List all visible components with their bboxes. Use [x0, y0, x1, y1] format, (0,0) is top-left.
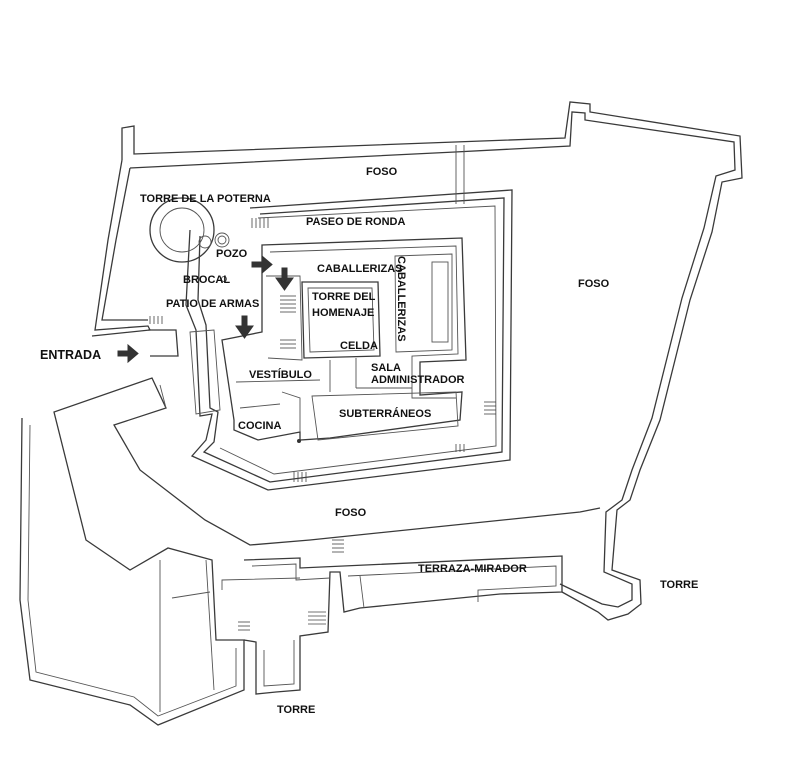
map-labels: FOSO TORRE DE LA POTERNA PASEO DE RONDA … — [40, 166, 698, 716]
label-foso-east: FOSO — [578, 278, 610, 290]
door-marker — [297, 439, 301, 443]
label-pozo: POZO — [216, 248, 248, 260]
label-terraza-mirador: TERRAZA-MIRADOR — [418, 563, 527, 575]
label-sala: SALA — [371, 362, 401, 374]
label-torre-south: TORRE — [277, 704, 315, 716]
label-celda: CELDA — [340, 340, 378, 352]
outer-walls — [19, 101, 743, 726]
label-entrada: ENTRADA — [40, 348, 101, 362]
label-torre-homenaje-line2: HOMENAJE — [312, 307, 374, 319]
label-torre-poterna: TORRE DE LA POTERNA — [140, 193, 271, 205]
terraza-mirador-structure — [221, 555, 563, 695]
staircases — [149, 218, 496, 631]
label-vestibulo: VESTÍBULO — [249, 368, 312, 381]
label-administrador: ADMINISTRADOR — [371, 374, 465, 386]
inner-castle — [148, 237, 467, 441]
label-caballerizas: CABALLERIZAS — [317, 263, 403, 275]
arrow-entrada-icon — [117, 343, 139, 364]
label-foso-south: FOSO — [335, 507, 367, 519]
enceinte-walls — [185, 145, 513, 491]
label-paseo-ronda: PASEO DE RONDA — [306, 216, 405, 228]
label-patio-armas: PATIO DE ARMAS — [166, 298, 259, 310]
label-subterraneos: SUBTERRÁNEOS — [339, 407, 431, 420]
label-caballerizas-vertical: CABALLERIZAS — [395, 256, 407, 342]
arrow-down-homenaje-icon — [275, 267, 294, 291]
label-cocina: COCINA — [238, 420, 281, 432]
label-foso-north: FOSO — [366, 166, 398, 178]
arrow-down-patio-icon — [235, 315, 254, 339]
label-torre-homenaje-line1: TORRE DEL — [312, 291, 376, 303]
torre-poterna-tower — [149, 197, 230, 263]
label-torre-east: TORRE — [660, 579, 698, 591]
brocal-marker — [221, 276, 227, 282]
arrow-caballerizas-icon — [251, 254, 273, 275]
direction-arrows — [117, 254, 294, 364]
label-brocal: BROCAL — [183, 274, 230, 286]
